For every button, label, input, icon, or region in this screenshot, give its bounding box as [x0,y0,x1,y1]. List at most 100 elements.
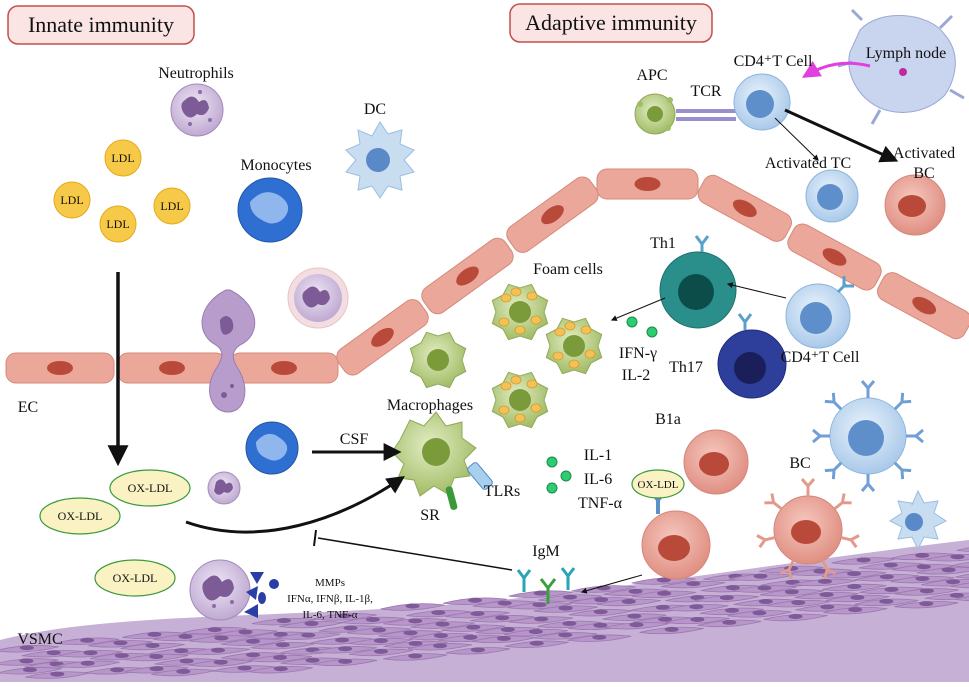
oxldl-particle [39,497,121,535]
label-mmps: MMPs [315,577,345,589]
label-cd4-top: CD4⁺T Cell [734,53,813,70]
ldl-particle [153,187,191,225]
vsmc-cell [858,562,923,570]
vsmc-cell [313,658,378,667]
neutrophil-mid [287,267,349,329]
vsmc-cell [697,619,762,628]
vsmc-cell [383,640,448,649]
label-activated-bc-1: Activated [893,145,955,162]
label-monocytes: Monocytes [240,157,311,174]
neutrophil-small [207,471,241,505]
label-lymph-node: Lymph node [866,45,946,62]
adaptive-header: Adaptive immunity [509,3,713,43]
vsmc-cell [569,596,634,605]
endothelial-cell [787,223,882,291]
vsmc-cell [603,588,668,597]
apc-cell [634,93,736,135]
vsmc-cell [55,637,120,646]
ldl-particle [53,181,91,219]
vsmc-cell [348,648,414,657]
innate-header-text: Innate immunity [28,12,174,37]
endothelial-cell [596,168,699,200]
th1-cell [659,235,737,329]
arrow-to-activated-bc [784,108,899,163]
lymph-node [837,8,965,125]
vsmc-cell [894,600,959,609]
vsmc-cell [220,638,286,646]
vsmc-cell [859,586,924,595]
cytokine-dots-il [546,456,572,494]
vsmc-cell [55,660,120,668]
monocyte-top [237,177,303,243]
vsmc-cell [312,613,377,621]
vsmc-cell [950,582,969,589]
vsmc-cell [567,634,632,643]
vsmc-cell [475,626,540,635]
lymph-node-arrow [801,60,871,78]
label-foam-cells: Foam cells [533,261,603,278]
endothelial-cell [697,174,793,242]
label-neutrophils: Neutrophils [158,65,234,82]
vsmc-cell [920,578,969,587]
endothelial-cell [117,352,227,384]
vsmc-cell [383,653,448,661]
vsmc-cell [732,585,797,593]
label-dc: DC [364,101,386,118]
vsmc-cell [213,629,278,637]
vsmc-cell [383,618,448,626]
vsmc-cell [509,616,574,624]
ldl-label: LDL [160,199,183,213]
vsmc-cell [854,598,919,607]
label-bc: BC [789,455,810,472]
vsmc-cell [763,613,828,622]
vsmc-cell [0,658,59,666]
vsmc-cell [276,632,341,640]
vsmc-cell [890,575,955,584]
th17-cell [717,313,787,399]
label-activated-tc: Activated TC [765,155,851,172]
igm-antibodies [516,567,576,604]
neutrophil-bottom [189,559,251,621]
vsmc-cell [825,594,890,603]
vsmc-cell [894,588,960,596]
vsmc-cell [766,599,831,608]
vsmc-cell [220,652,286,660]
transmigrating-neutrophil [201,289,256,413]
vsmc-cell [664,604,729,612]
vsmc-cell [537,620,602,629]
label-ec: EC [18,399,38,416]
ldl-label: LDL [60,193,83,207]
mmp-secretion [244,572,279,618]
label-th17: Th17 [669,359,703,376]
arrow-th1-to-foam [610,297,666,321]
vsmc-cell [925,554,969,562]
ldl-label: LDL [106,217,129,231]
foam-cell [491,283,549,341]
vsmc-cell [89,652,154,661]
tlr-receptor [467,462,493,490]
label-th1: Th1 [650,235,676,252]
endothelium [5,168,969,384]
vsmc-cell [604,621,669,630]
label-activated-bc-2: BC [913,165,934,182]
vsmc-cell [410,621,475,629]
vsmc-cell [950,561,969,568]
vsmc-cell [88,640,153,648]
vsmc-cell [58,649,123,658]
vsmc-cell [533,605,598,613]
adaptive-header-text: Adaptive immunity [525,10,697,35]
vsmc-cell [955,573,969,579]
vsmc-cell [504,640,569,648]
vsmc-cell [251,617,316,626]
oxldl-label: OX-LDL [638,479,679,491]
vsmc-cell [602,613,667,621]
vsmc-cell [699,607,765,616]
vsmc-cell [759,589,824,597]
vsmc-cell [340,616,405,625]
label-tcr: TCR [690,83,721,100]
ldl-particle [104,139,142,177]
vsmc-cell [348,637,413,646]
b1a-cell [683,429,749,495]
vsmc-cell [248,666,313,674]
